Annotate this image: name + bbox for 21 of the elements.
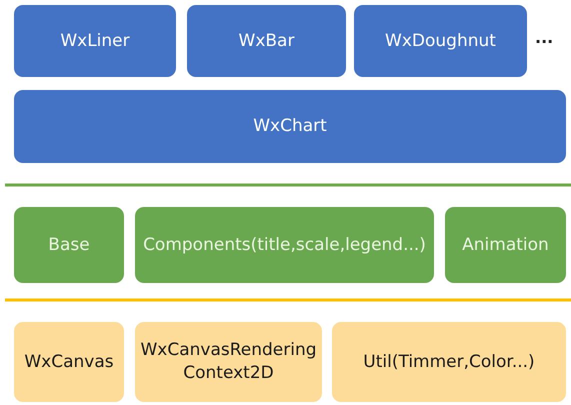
box-label: Animation — [461, 234, 550, 256]
box-label: WxCanvas — [23, 350, 115, 374]
module-box — [445, 207, 566, 283]
module-box — [135, 207, 434, 283]
class-box — [14, 90, 566, 163]
box-label: Util(Timmer,Color...) — [362, 350, 536, 374]
foundation-box — [14, 322, 124, 402]
box-label: WxBar — [238, 30, 296, 52]
ellipsis-label: ... — [535, 28, 554, 47]
foundation-box — [332, 322, 566, 402]
class-box — [14, 5, 176, 77]
box-label: Base — [47, 234, 91, 256]
module-box — [14, 207, 124, 283]
class-box — [187, 5, 346, 77]
box-label: WxDoughnut — [384, 30, 497, 52]
box-label: Components(title,scale,legend...) — [142, 234, 427, 256]
box-label: WxChart — [252, 115, 328, 138]
foundation-box — [135, 322, 322, 402]
box-label: WxCanvasRendering Context2D — [139, 339, 318, 385]
class-box — [354, 5, 527, 77]
box-label: WxLiner — [59, 30, 131, 52]
